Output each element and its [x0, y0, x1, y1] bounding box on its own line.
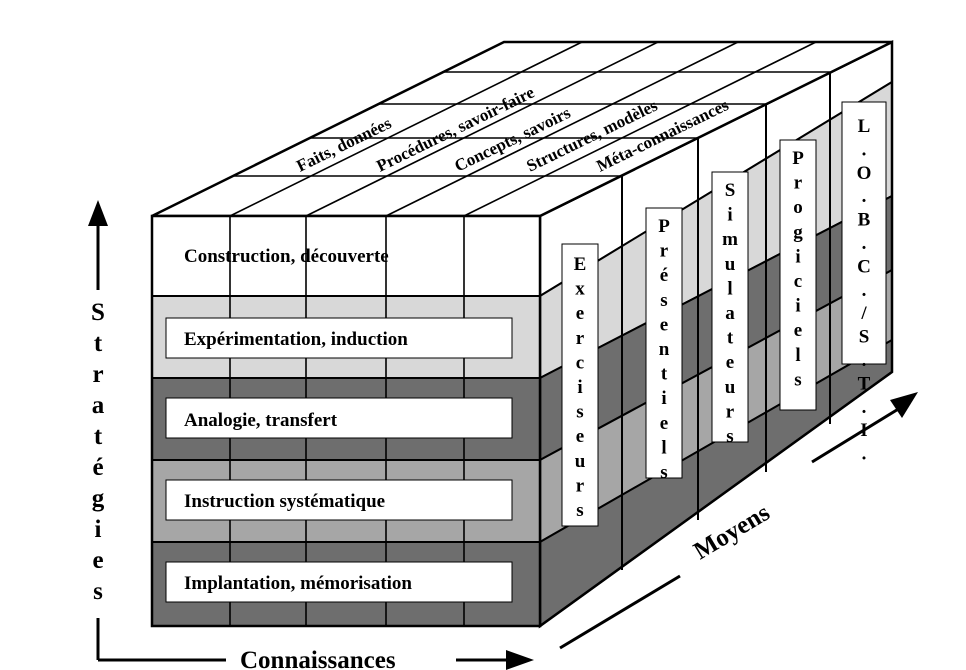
front-label-box-3 [165, 397, 513, 439]
strategy-label-construction: Construction, découverte [184, 246, 389, 267]
means-label-box-lobc [841, 101, 887, 365]
means-label-text: L.O.B.C./S.T.I. [857, 116, 872, 465]
strategy-label-experimentation: Expérimentation, induction [184, 329, 408, 350]
strategy-label-analogie: Analogie, transfert [184, 410, 338, 431]
vertical-axis-arrowhead [88, 200, 108, 226]
cube-top-face [151, 40, 893, 218]
top-grid-line [305, 41, 659, 217]
top-grid-line [463, 41, 817, 217]
top-grid-line [385, 41, 739, 217]
depth-axis-line-lower [559, 574, 681, 650]
means-label-box-progiciels [779, 139, 817, 411]
front-label-box-4 [165, 479, 513, 521]
means-label-box-presentiels [645, 207, 683, 479]
strategy-label-implantation: Implantation, mémorisation [184, 573, 412, 594]
axis-label-connaissances: Connaissances [240, 647, 396, 670]
strategy-label-instruction: Instruction systématique [184, 491, 385, 512]
horizontal-axis-arrowhead [506, 650, 534, 670]
front-label-box-5 [165, 561, 513, 603]
top-grid-line [229, 41, 583, 217]
cube-front-face: Construction, découverte Expérimentation… [150, 214, 542, 628]
front-label-box-2 [165, 317, 513, 359]
depth-axis-line-upper [811, 406, 901, 464]
front-face-outline [150, 214, 542, 628]
depth-axis-arrowhead [890, 392, 918, 418]
means-label-box-exerciseurs [561, 243, 599, 527]
means-label-box-simulateurs [711, 171, 749, 443]
means-label-lobc-sti: L.O.B.C./S.T.I. [857, 116, 872, 465]
